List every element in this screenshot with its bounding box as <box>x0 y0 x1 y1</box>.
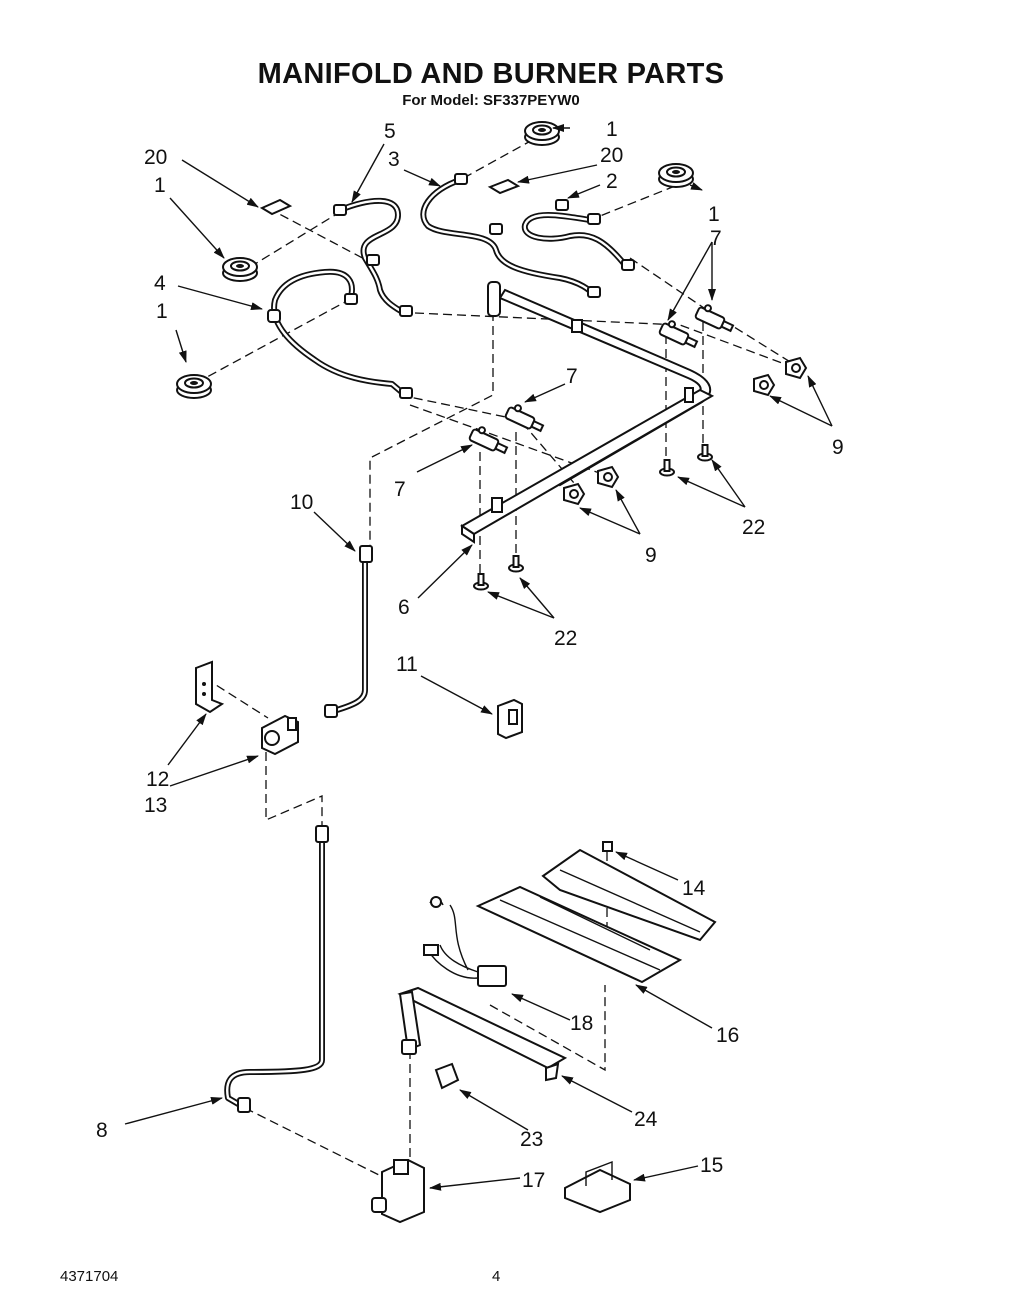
callout-12: 12 <box>146 768 169 791</box>
callout-20: 20 <box>600 144 623 167</box>
heat-shield-part-14 <box>541 841 717 942</box>
clip-part-23 <box>434 1062 460 1090</box>
callout-24: 24 <box>634 1108 658 1131</box>
document-number: 4371704 <box>60 1268 119 1285</box>
callout-leaders <box>124 124 833 1191</box>
regulator-part-11 <box>261 714 299 756</box>
switch-part-17 <box>497 698 523 740</box>
orifice-part-9 <box>563 356 808 506</box>
burner-cap-part-1 <box>176 121 694 399</box>
valve-part-7 <box>468 304 735 455</box>
callout-20: 20 <box>144 146 167 169</box>
callout-13: 17 <box>522 1169 545 1192</box>
callout-16: 16 <box>716 1024 739 1047</box>
callout-14: 14 <box>682 877 706 900</box>
igniter-part-18 <box>423 896 507 987</box>
callout-18: 18 <box>570 1012 593 1035</box>
callout-4: 4 <box>154 272 166 295</box>
callout-23: 23 <box>520 1128 543 1151</box>
callout-3: 3 <box>388 148 400 171</box>
callout-1: 1 <box>156 300 168 323</box>
callout-15: 15 <box>700 1154 723 1177</box>
page-title: MANIFOLD AND BURNER PARTS <box>257 58 725 90</box>
callout-8: 8 <box>96 1119 108 1142</box>
callout-2: 2 <box>606 170 618 193</box>
callout-5: 5 <box>384 120 396 143</box>
callout-1: 1 <box>154 174 166 197</box>
gas-tubes <box>224 177 628 1108</box>
callout-17: 11 <box>396 653 418 676</box>
screw-part-22 <box>473 444 713 591</box>
callout-10: 10 <box>290 491 313 514</box>
callout-7: 7 <box>566 365 578 388</box>
bracket-part-12 <box>195 660 225 714</box>
callout-9: 9 <box>832 436 844 459</box>
gas-valve-part-13 <box>371 1158 425 1224</box>
callout-9: 9 <box>645 544 657 567</box>
manifold-part-6 <box>460 281 715 544</box>
page-number: 4 <box>492 1268 501 1285</box>
callout-6: 6 <box>398 596 410 619</box>
callout-22: 22 <box>742 516 765 539</box>
callout-1: 1 <box>708 203 720 226</box>
callout-numbers: 1 20 1 5 3 20 2 1 7 4 1 7 9 7 10 22 9 6 … <box>96 118 844 1192</box>
model-subtitle: For Model: SF337PEYW0 <box>402 92 580 109</box>
callout-11: 13 <box>144 794 167 817</box>
callout-7: 7 <box>394 478 406 501</box>
burner-part-24 <box>397 986 568 1082</box>
callout-7: 7 <box>710 227 722 250</box>
callout-1: 1 <box>606 118 618 141</box>
callout-22: 22 <box>554 627 577 650</box>
tube-fittings <box>237 173 635 1113</box>
heat-shield-part-16 <box>475 885 683 984</box>
bracket-part-20 <box>259 178 521 216</box>
foot-part-15 <box>564 1160 631 1214</box>
